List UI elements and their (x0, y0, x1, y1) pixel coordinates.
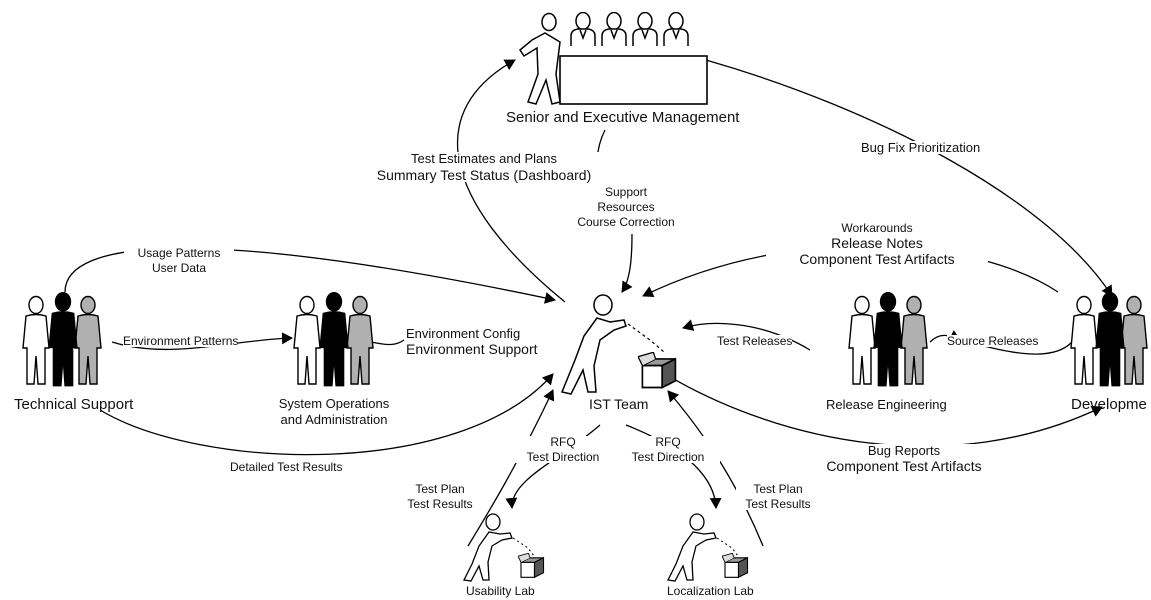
flow-label-rfq-right: RFQ Test Direction (616, 436, 720, 463)
ist-team-worker-icon (560, 294, 627, 395)
usability-lab-worker-icon (463, 513, 513, 582)
localization-lab-worker-icon (667, 513, 717, 582)
flow-ist-to-development (671, 377, 1103, 447)
release-engineering-label: Release Engineering (826, 397, 947, 412)
flow-label-rfq-left: RFQ Test Direction (511, 436, 615, 463)
release-engineering-group-icon (848, 292, 928, 387)
flow-label-test-estimates: Test Estimates and Plans Summary Test St… (354, 152, 614, 182)
flow-label-test-plan-right: Test Plan Test Results (736, 483, 820, 510)
flow-label-rfq-right-line1: RFQ (655, 435, 681, 449)
flow-label-rfq-left-line2: Test Direction (526, 450, 600, 464)
flow-label-support-line1: Support (604, 185, 648, 199)
system-operations-label: System Operations and Administration (268, 397, 400, 426)
flow-label-test-releases: Test Releases (717, 334, 793, 348)
flow-label-test-plan-left: Test Plan Test Results (398, 483, 482, 510)
flow-label-env-config-line1: Environment Config (406, 326, 521, 341)
flow-management-to-development (705, 59, 1113, 297)
flow-label-support-line3: Course Correction (577, 215, 675, 229)
flow-label-test-plan-left-line2: Test Results (407, 497, 473, 511)
flow-localization-to-ist (667, 390, 764, 547)
technical-support-group-icon (22, 292, 102, 387)
system-operations-label-line1: System Operations (278, 396, 390, 411)
flow-label-workarounds: Workarounds Release Notes Component Test… (766, 222, 988, 266)
flow-label-env-patterns: Environment Patterns (123, 334, 239, 348)
flow-label-source-releases: Source Releases (947, 334, 1039, 348)
flow-label-bug-reports-line2: Component Test Artifacts (826, 458, 982, 474)
flow-label-rfq-left-line1: RFQ (550, 435, 576, 449)
flow-label-env-config-line2: Environment Support (406, 341, 538, 357)
ist-team-label: IST Team (589, 396, 649, 412)
flow-usability-to-ist (467, 389, 555, 547)
flow-support-to-ist (621, 233, 633, 293)
flow-label-support: Support Resources Course Correction (564, 186, 688, 228)
flow-label-test-plan-right-line1: Test Plan (753, 482, 803, 496)
flow-ist-to-localization (625, 424, 722, 509)
flow-label-detailed-results: Detailed Test Results (230, 460, 343, 474)
flow-label-workarounds-line2: Release Notes (831, 235, 923, 251)
flow-label-bug-reports: Bug Reports Component Test Artifacts (800, 444, 1008, 473)
technical-support-label: Technical Support (14, 396, 134, 413)
flow-label-usage-line2: User Data (151, 261, 207, 275)
flow-label-test-plan-right-line2: Test Results (745, 497, 811, 511)
flow-label-bug-reports-line1: Bug Reports (867, 443, 941, 458)
flow-tech-to-ist-results (99, 373, 554, 456)
system-operations-label-line2: and Administration (280, 412, 388, 427)
executive-table-icon (519, 12, 708, 105)
usability-lab-box-icon (518, 553, 545, 578)
development-group-icon (1070, 292, 1148, 387)
flow-label-support-line2: Resources (597, 200, 655, 214)
flow-label-bug-fix: Bug Fix Prioritization (861, 140, 981, 155)
flow-label-test-estimates-line2: Summary Test Status (Dashboard) (376, 167, 592, 183)
flow-label-env-config: Environment Config Environment Support (406, 327, 538, 356)
localization-lab-box-icon (722, 553, 749, 578)
localization-lab-label: Localization Lab (667, 584, 754, 598)
flow-label-test-estimates-line1: Test Estimates and Plans (411, 151, 557, 166)
system-operations-group-icon (293, 292, 374, 387)
ist-team-box-icon (638, 352, 677, 389)
flow-label-usage-line1: Usage Patterns (137, 246, 221, 260)
flow-label-workarounds-line1: Workarounds (841, 221, 913, 235)
development-label: Developme (1071, 396, 1147, 413)
usability-lab-label: Usability Lab (466, 584, 535, 598)
flow-label-rfq-right-line2: Test Direction (631, 450, 705, 464)
flow-rel-eng-to-ist (682, 319, 811, 351)
senior-management-label: Senior and Executive Management (506, 109, 740, 126)
flow-label-usage: Usage Patterns User Data (124, 247, 234, 274)
flow-label-workarounds-line3: Component Test Artifacts (799, 251, 955, 267)
flow-label-test-plan-left-line1: Test Plan (415, 482, 465, 496)
